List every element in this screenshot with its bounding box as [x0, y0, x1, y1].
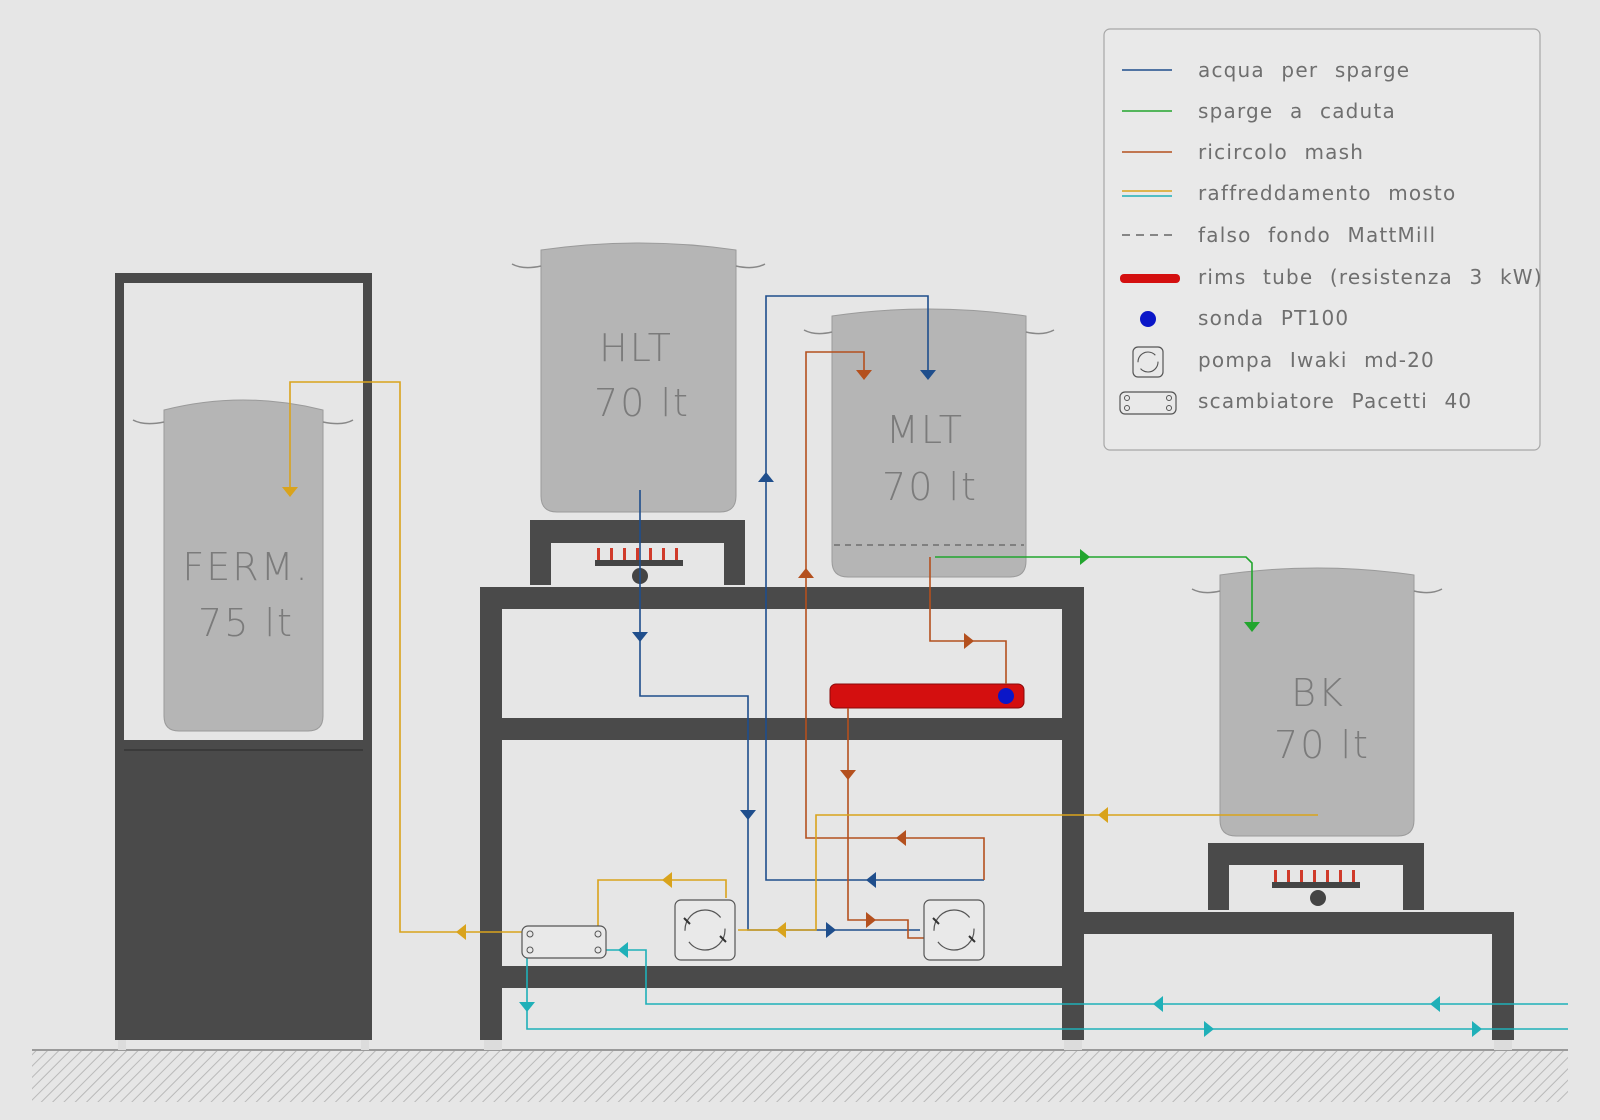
- arrows-raffreddamento-mosto: [282, 487, 1108, 940]
- pipe-raffreddamento-acqua: [526, 949, 1568, 1030]
- hlt-tank: HLT 70 lt: [511, 242, 766, 513]
- pump-left-icon: [674, 899, 736, 961]
- bk-label-line2: 70 lt: [1274, 723, 1370, 767]
- ferm-tank: FERM. 75 lt: [132, 399, 354, 732]
- hlt-burner-stand: [530, 520, 745, 585]
- arrows-sparge-a-caduta: [1080, 549, 1260, 632]
- legend-swatch-rims-tube: [1120, 274, 1180, 283]
- hlt-label-line1: HLT: [599, 326, 673, 370]
- mlt-label-line2: 70 lt: [882, 465, 978, 509]
- bk-tank: BK 70 lt: [1191, 567, 1443, 837]
- pipe-raffreddamento-mosto: [289, 381, 1318, 933]
- ground: [32, 1049, 1568, 1102]
- pt100-probe: [998, 688, 1014, 704]
- legend-label-falso-fondo: falso fondo MattMill: [1198, 223, 1436, 247]
- bk-label-line1: BK: [1291, 671, 1345, 715]
- legend-label-ricircolo-mash: ricircolo mash: [1198, 140, 1364, 164]
- bk-burner-stand: [1208, 843, 1424, 910]
- pipe-sparge-a-caduta: [935, 556, 1253, 624]
- rims-tube: [829, 683, 1025, 709]
- arrows-raffreddamento-acqua: [519, 942, 1482, 1037]
- legend: acqua per sparge sparge a caduta ricirco…: [1103, 28, 1543, 451]
- main-stand: [480, 587, 1084, 1050]
- legend-swatch-heat-exchanger-icon: [1119, 391, 1177, 415]
- mlt-label-line1: MLT: [886, 408, 964, 452]
- mlt-tank: MLT 70 lt: [803, 308, 1055, 578]
- low-stand: [1084, 912, 1514, 1050]
- legend-label-pompa: pompa Iwaki md-20: [1198, 348, 1435, 372]
- bk-burner-icon: [1272, 870, 1360, 906]
- legend-swatch-sonda-icon: [1140, 311, 1156, 327]
- hlt-burner-icon: [595, 548, 683, 584]
- heat-exchanger-icon: [521, 925, 607, 959]
- legend-swatch-raffreddamento-mosto: [1122, 190, 1172, 197]
- ferm-label-line1: FERM.: [182, 545, 309, 589]
- arrows-ricircolo-mash: [798, 370, 974, 928]
- legend-swatch-pump-icon: [1132, 346, 1164, 378]
- arrows-acqua-per-sparge: [632, 370, 936, 938]
- pump-right-icon: [923, 899, 985, 961]
- legend-label-raffreddamento-mosto: raffreddamento mosto: [1198, 181, 1456, 205]
- legend-label-scambiatore: scambiatore Pacetti 40: [1198, 389, 1472, 413]
- legend-label-sonda: sonda PT100: [1198, 306, 1349, 330]
- legend-label-rims-tube: rims tube (resistenza 3 kW): [1198, 265, 1543, 289]
- legend-label-sparge-a-caduta: sparge a caduta: [1198, 99, 1396, 123]
- legend-label-acqua-per-sparge: acqua per sparge: [1198, 58, 1410, 82]
- hlt-label-line2: 70 lt: [594, 381, 690, 425]
- ferm-label-line2: 75 lt: [198, 601, 294, 645]
